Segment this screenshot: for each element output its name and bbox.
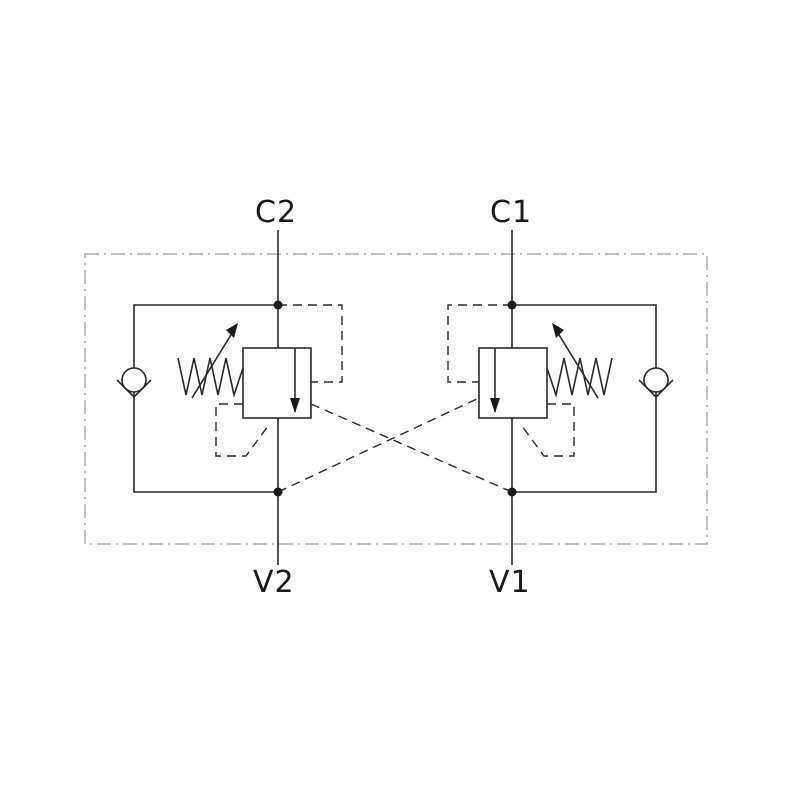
left-valve-group bbox=[116, 230, 343, 565]
cross-pilot-line-a bbox=[310, 403, 513, 493]
right-valve-group bbox=[447, 230, 674, 565]
right-valve-box bbox=[478, 347, 548, 419]
adjustable-spring-icon bbox=[177, 357, 244, 399]
port-label-c1: C1 bbox=[490, 195, 533, 230]
port-label-v1: V1 bbox=[489, 565, 531, 600]
left-valve-box bbox=[242, 347, 312, 419]
left-bypass-line bbox=[133, 304, 278, 493]
right-bypass-line bbox=[512, 304, 657, 493]
port-label-c2: C2 bbox=[255, 195, 298, 230]
right-pilot-upper bbox=[447, 304, 512, 383]
check-valve-icon bbox=[116, 367, 152, 399]
adjustable-spring-icon bbox=[546, 357, 613, 399]
junction-node bbox=[273, 300, 283, 310]
left-pilot-upper bbox=[278, 304, 343, 383]
cross-pilot-line-b bbox=[277, 397, 480, 493]
junction-node bbox=[507, 300, 517, 310]
port-label-v2: V2 bbox=[253, 565, 295, 600]
right-flow-arrow-icon bbox=[490, 398, 500, 413]
valve-body-boundary bbox=[84, 253, 708, 545]
junction-node bbox=[507, 487, 517, 497]
right-pilot-lower bbox=[521, 403, 575, 457]
check-valve-icon bbox=[638, 367, 674, 399]
left-pilot-lower bbox=[215, 403, 269, 457]
left-flow-arrow-icon bbox=[290, 398, 300, 413]
